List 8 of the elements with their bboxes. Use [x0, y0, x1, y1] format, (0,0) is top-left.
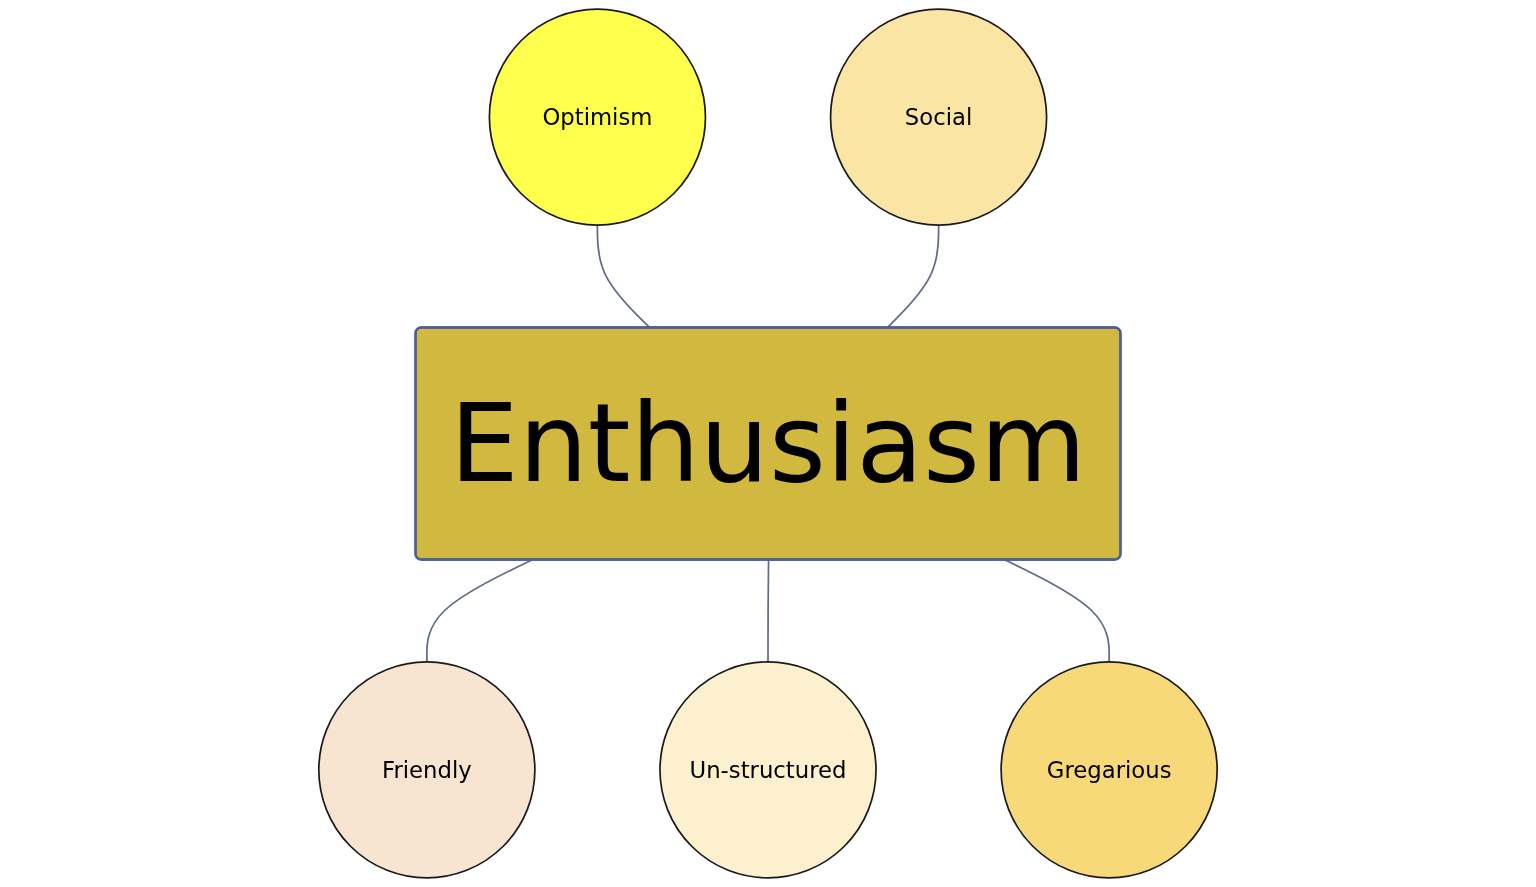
- node-circle: Un-structured: [659, 661, 877, 879]
- node-circle: Gregarious: [1000, 661, 1219, 879]
- node-circle: Social: [829, 8, 1048, 226]
- node-circle: Friendly: [317, 661, 536, 879]
- node-circle: Optimism: [488, 8, 707, 226]
- connector: [426, 559, 533, 663]
- connector: [767, 559, 770, 663]
- connector: [1004, 559, 1110, 663]
